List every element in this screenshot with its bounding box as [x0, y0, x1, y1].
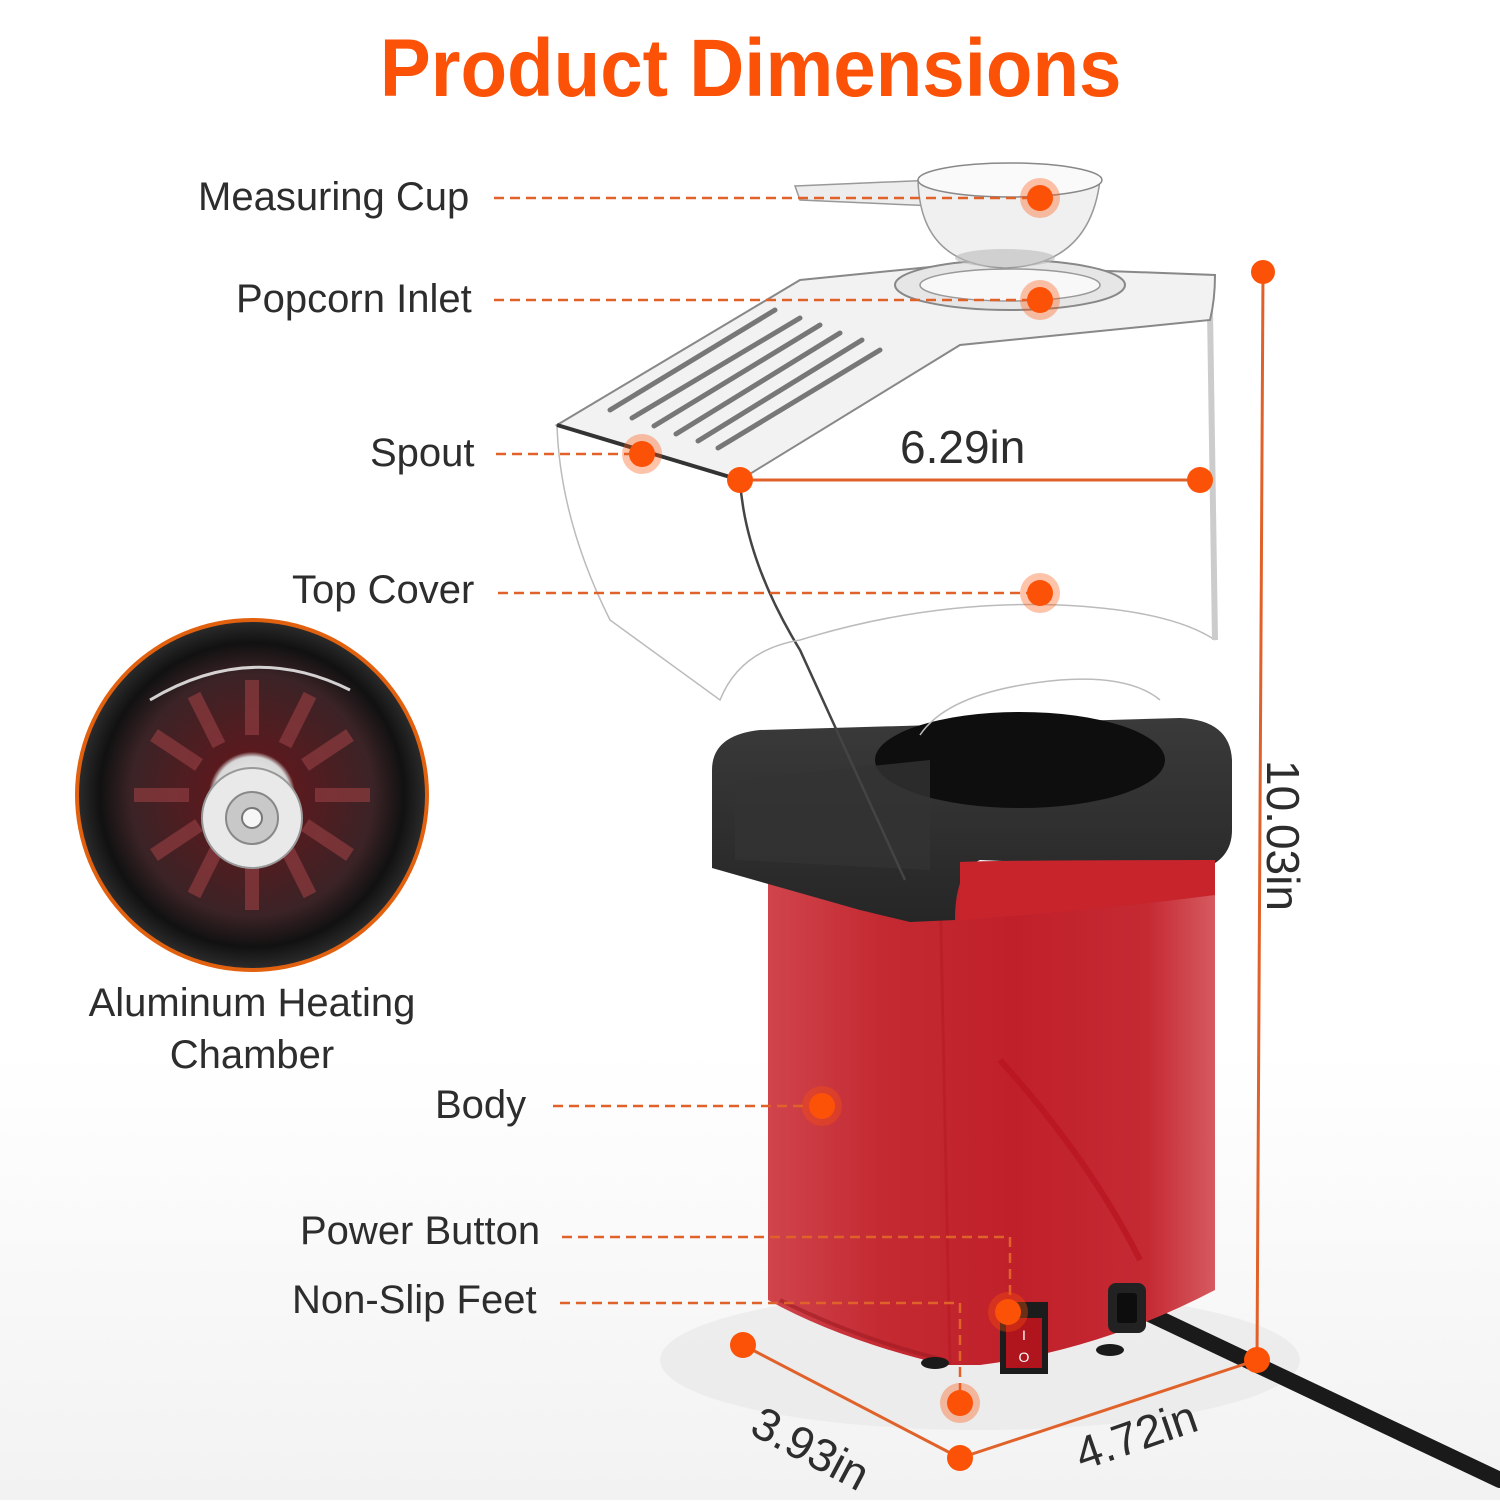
foot [921, 1357, 949, 1369]
callout-non-slip-feet: Non-Slip Feet [292, 1278, 537, 1322]
callout-spout: Spout [370, 431, 475, 475]
callout-measuring-cup: Measuring Cup [198, 175, 470, 219]
callout-dots [622, 178, 1060, 1423]
page-title: Product Dimensions [379, 23, 1122, 114]
leader-lines [494, 196, 1040, 1403]
power-cord [1112, 1292, 1500, 1488]
heating-chamber-caption-line2: Chamber [169, 1033, 335, 1077]
dimension-endpoints [727, 260, 1275, 1471]
callout-popcorn-inlet: Popcorn Inlet [236, 277, 472, 321]
callout-power-button: Power Button [300, 1209, 541, 1253]
lid-shape [712, 712, 1232, 922]
foot [1096, 1344, 1124, 1356]
dimension-lines [740, 271, 1265, 1460]
dimension-height-label: 10.03in [1257, 760, 1309, 911]
callout-body: Body [435, 1083, 527, 1127]
svg-text:O: O [1019, 1349, 1030, 1365]
heating-chamber-caption-line1: Aluminum Heating [88, 981, 416, 1025]
body-shape [768, 879, 1215, 1366]
power-switch[interactable]: I O [1000, 1302, 1048, 1374]
callout-top-cover: Top Cover [292, 568, 475, 612]
heating-chamber-inset [75, 618, 429, 972]
heating-chamber-caption: Aluminum Heating Chamber [0, 977, 504, 1081]
measuring-cup-shape [793, 162, 1103, 269]
dimension-width-label: 6.29in [900, 421, 1026, 473]
svg-text:I: I [1022, 1327, 1026, 1343]
